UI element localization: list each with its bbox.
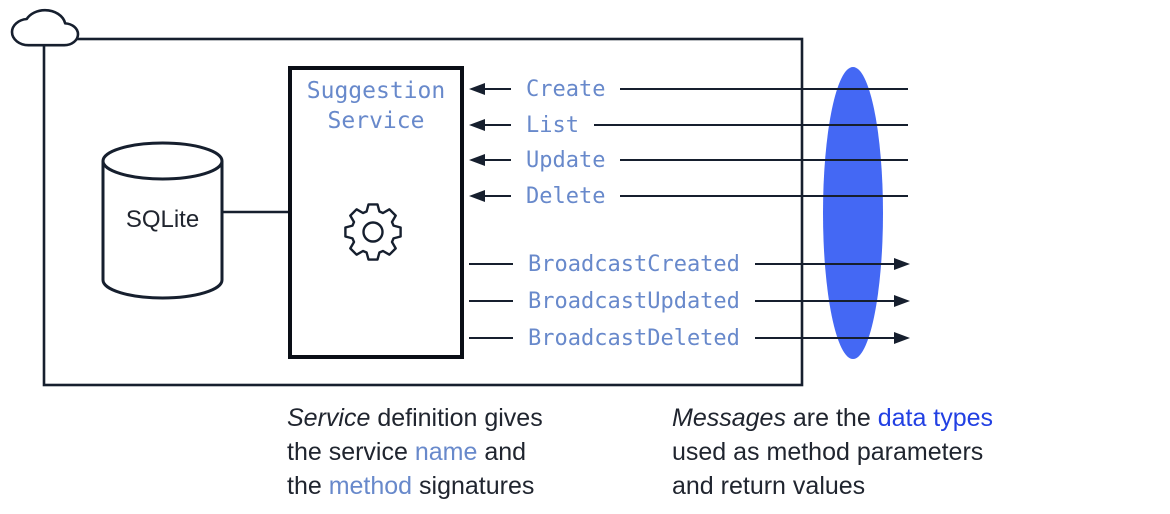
service-title-line1: Suggestion — [306, 78, 446, 104]
arrow-right-icon — [894, 295, 910, 307]
rpc-row-list: List — [469, 111, 908, 139]
line-segment — [620, 194, 908, 198]
rpc-method-label: Create — [526, 76, 606, 102]
line-segment — [469, 262, 513, 266]
line-segment — [620, 87, 908, 91]
service-title-line2: Service — [327, 108, 425, 134]
caption-text: the — [287, 472, 329, 500]
arrow-right-icon — [894, 258, 910, 270]
database-cylinder-top — [101, 141, 224, 181]
caption-service-definition: Service definition gives the service nam… — [287, 401, 543, 503]
arrow-left-icon — [469, 119, 485, 131]
line-segment — [754, 336, 894, 340]
line-segment — [485, 87, 511, 91]
gear-icon-hole — [362, 221, 384, 243]
service-title: Suggestion Service — [288, 76, 464, 136]
cloud-icon — [12, 10, 78, 45]
caption-text: data types — [877, 404, 994, 432]
rpc-method-label: BroadcastCreated — [528, 251, 740, 277]
caption-text: and return values — [672, 472, 866, 500]
line-segment — [485, 194, 511, 198]
rpc-method-label: BroadcastDeleted — [528, 325, 740, 351]
rpc-method-label: BroadcastUpdated — [528, 288, 740, 314]
line-segment — [469, 299, 513, 303]
cloud-boundary-box — [42, 37, 804, 387]
line-segment — [754, 262, 894, 266]
rpc-row-create: Create — [469, 75, 908, 103]
rpc-row-delete: Delete — [469, 182, 908, 210]
caption-text: signatures — [412, 472, 535, 500]
line-segment — [593, 123, 908, 127]
caption-text: are the — [785, 404, 878, 432]
arrow-left-icon — [469, 190, 485, 202]
line-segment — [485, 123, 511, 127]
rpc-row-broadcast-deleted: BroadcastDeleted — [469, 324, 910, 352]
rpc-method-label: Update — [526, 147, 606, 173]
caption-text: used as method parameters — [672, 438, 984, 466]
database-label: SQLite — [125, 206, 200, 233]
caption-text: and — [477, 438, 527, 466]
caption-text: Service — [287, 404, 371, 432]
rpc-row-update: Update — [469, 146, 908, 174]
arrow-left-icon — [469, 154, 485, 166]
caption-text: name — [414, 438, 478, 466]
arrow-left-icon — [469, 83, 485, 95]
line-segment — [469, 336, 513, 340]
rpc-method-label: Delete — [526, 183, 606, 209]
line-segment — [485, 158, 511, 162]
line-segment — [620, 158, 908, 162]
line-segment — [754, 299, 894, 303]
caption-messages: Messages are the data types used as meth… — [672, 401, 993, 503]
rpc-row-broadcast-updated: BroadcastUpdated — [469, 287, 910, 315]
messages-ellipse — [823, 67, 883, 359]
caption-text: Messages — [672, 404, 786, 432]
caption-text: definition gives — [370, 404, 543, 432]
arrow-right-icon — [894, 332, 910, 344]
rpc-row-broadcast-created: BroadcastCreated — [469, 250, 910, 278]
database-cylinder-body — [101, 161, 224, 300]
caption-text: the service — [287, 438, 415, 466]
rpc-method-label: List — [526, 112, 579, 138]
caption-text: method — [328, 472, 413, 500]
